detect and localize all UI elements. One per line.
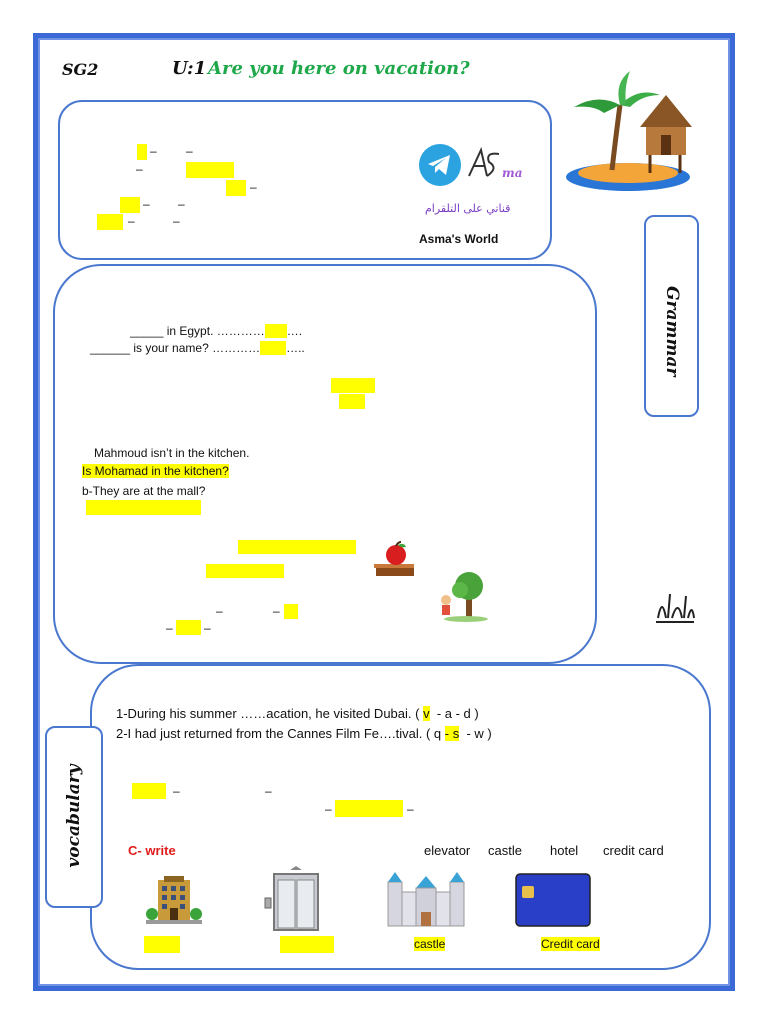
word-bank-elevator: elevator — [424, 843, 471, 858]
grammar-negative-sentence: Mahmoud isn’t in the kitchen. — [94, 446, 250, 460]
unit-label: U:1 — [172, 58, 207, 79]
page-border — [33, 33, 735, 991]
grammar-tab-label: Grammar — [662, 286, 682, 377]
grammar-question-answer: Is Mohamad in the kitchen? — [82, 464, 229, 478]
blank-highlight — [331, 378, 375, 393]
island-hut-icon — [566, 71, 692, 191]
answer-elevator-blank — [280, 936, 334, 953]
word-bank-hotel: hotel — [550, 843, 579, 858]
grammar-q1: _____ in Egypt. ………… …. — [130, 324, 303, 338]
blank-highlight — [226, 180, 246, 196]
vocabulary-tab — [45, 726, 103, 908]
intro-box — [58, 100, 552, 260]
blank-highlight — [339, 394, 365, 409]
unit-title: Are you here on vacation? — [208, 58, 470, 79]
grammar-tab — [644, 215, 699, 417]
logo-text: ma — [502, 166, 523, 180]
blank-highlight — [206, 564, 284, 578]
calligraphy-seal-icon — [656, 593, 695, 623]
blank-highlight — [238, 540, 356, 554]
blank-highlight — [186, 162, 234, 178]
blank-highlight — [120, 197, 140, 213]
asma-logo-icon — [468, 146, 500, 177]
vocab-item-1: 1-During his summer ……acation, he visite… — [116, 706, 479, 721]
grammar-b-sentence: b-They are at the mall? — [82, 484, 206, 498]
blank-highlight — [132, 783, 166, 799]
section-c-heading: C- write — [128, 843, 176, 858]
hotel-icon — [146, 876, 202, 924]
blank-highlight — [97, 214, 123, 230]
telegram-icon[interactable] — [418, 143, 462, 187]
answer-castle: castle — [414, 937, 446, 951]
sheet-code: SG2 — [62, 60, 99, 79]
blank-highlight — [335, 800, 403, 817]
word-bank-credit-card: credit card — [603, 843, 664, 858]
vocab-item-2: 2-I had just returned from the Cannes Fi… — [116, 726, 492, 741]
blank-highlight — [284, 604, 298, 619]
blank-highlight — [176, 620, 201, 635]
vocabulary-tab-label: vocabulary — [64, 764, 84, 868]
answer-credit-card: Credit card — [541, 937, 600, 951]
tree-child-icon — [441, 572, 488, 622]
word-bank-castle: castle — [488, 843, 522, 858]
apple-book-icon — [374, 541, 414, 576]
channel-name: Asma's World — [419, 232, 499, 246]
blank-highlight — [137, 144, 147, 160]
channel-arabic-caption: قناتي على التلقرام — [425, 202, 511, 215]
answer-hotel-blank — [144, 936, 180, 953]
blank-highlight — [86, 500, 201, 515]
grammar-q2: ______ is your name? ………… ….. — [90, 341, 305, 355]
credit-card-icon — [515, 873, 591, 927]
elevator-icon — [264, 866, 319, 931]
castle-icon — [387, 872, 465, 927]
